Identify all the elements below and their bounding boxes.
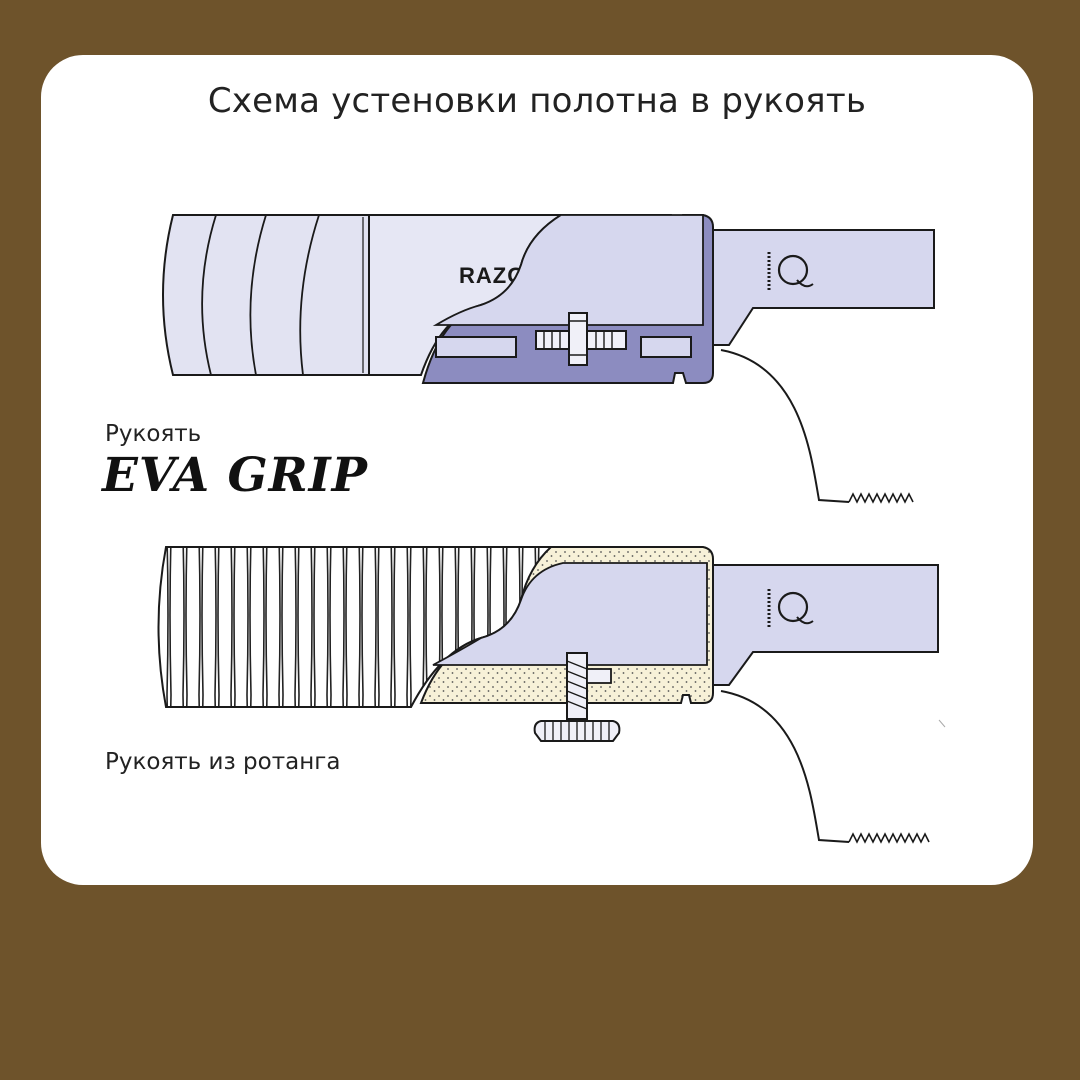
diagram-title: Схема устеновки полотна в рукоять [207,81,867,121]
eva-handle-caption: Рукоять [105,421,202,447]
saw-blade-curve-top [720,349,850,503]
eva-grip-brand: EVA GRIP [102,448,368,503]
saw-blade-bottom [700,564,939,686]
thumb-screw-knob-icon [533,720,621,742]
saw-blade-curve-bottom [720,690,850,843]
mounting-diagram: RAZO [157,214,946,844]
rattan-handle-caption: Рукоять из ротанга [105,749,341,775]
eva-grip-body [162,214,370,376]
diagram-card: Схема устеновки полотна в рукоять [41,55,1033,885]
eva-grip-assembly: RAZO [162,214,935,504]
saw-teeth-top [848,492,914,504]
saw-blade-top [700,229,935,346]
brand-logo-icon [767,589,814,629]
saw-teeth-bottom [848,832,930,844]
clamp-bolt-bottom [566,652,612,720]
clamp-bolt-top [535,312,627,366]
brand-logo-icon [767,252,814,292]
rattan-assembly [157,546,946,844]
